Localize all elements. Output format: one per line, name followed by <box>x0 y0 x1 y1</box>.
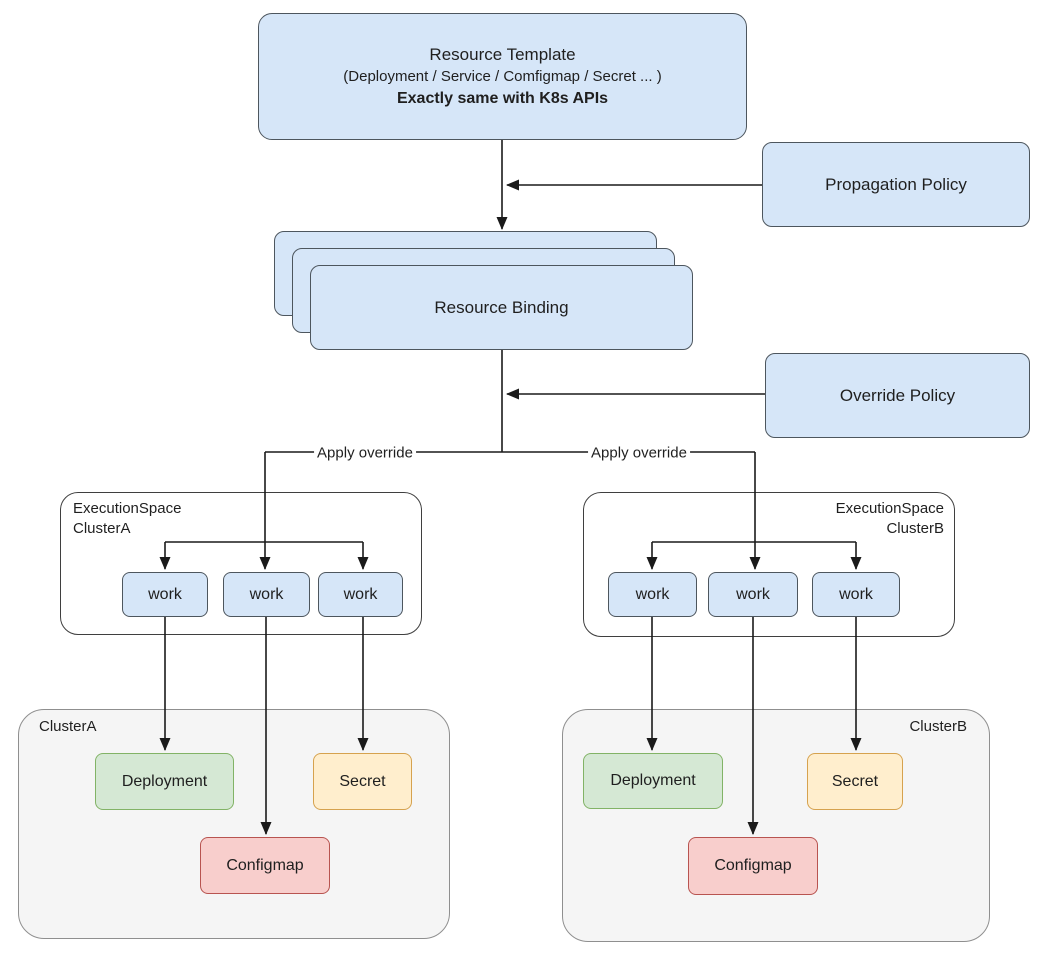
cluster-b-label: ClusterB <box>909 718 967 735</box>
work-node-a1-label: work <box>148 585 182 603</box>
work-node-a2: work <box>223 572 310 617</box>
work-node-a3: work <box>318 572 403 617</box>
cluster-a-secret-label: Secret <box>339 772 386 790</box>
work-node-a2-label: work <box>249 585 284 603</box>
apply-override-label-right: Apply override <box>588 444 690 462</box>
execution-space-b-cluster-name: ClusterB <box>886 520 944 537</box>
apply-override-label-left: Apply override <box>314 444 416 462</box>
cluster-a-secret-node: Secret <box>313 753 412 810</box>
execution-space-b-title: ExecutionSpace <box>835 500 944 517</box>
work-node-b1: work <box>608 572 697 617</box>
work-node-b3: work <box>812 572 900 617</box>
cluster-b-deployment-node: Deployment <box>583 753 723 809</box>
cluster-a-container: ClusterA <box>18 709 450 939</box>
work-node-a3-label: work <box>343 585 378 603</box>
resource-template-title: Resource Template <box>429 44 576 64</box>
resource-binding-label: Resource Binding <box>434 297 569 317</box>
execution-space-cluster-a: ExecutionSpace ClusterA <box>60 492 422 635</box>
cluster-b-configmap-node: Configmap <box>688 837 818 895</box>
cluster-a-deployment-label: Deployment <box>121 772 208 790</box>
cluster-b-secret-label: Secret <box>831 772 879 790</box>
execution-space-a-label: ExecutionSpace ClusterA <box>73 499 181 539</box>
work-node-a1: work <box>122 572 208 617</box>
execution-space-b-label: ExecutionSpace ClusterB <box>836 499 944 539</box>
work-node-b3-label: work <box>839 585 873 603</box>
execution-space-cluster-b: ExecutionSpace ClusterB <box>583 492 955 637</box>
cluster-a-configmap-label: Configmap <box>226 856 304 874</box>
execution-space-a-title: ExecutionSpace <box>73 500 182 517</box>
override-policy-node: Override Policy <box>765 353 1030 438</box>
cluster-b-secret-node: Secret <box>807 753 903 810</box>
execution-space-a-cluster-name: ClusterA <box>73 520 131 537</box>
resource-template-node: Resource Template (Deployment / Service … <box>258 13 747 140</box>
propagation-policy-label: Propagation Policy <box>825 174 967 194</box>
work-node-b1-label: work <box>635 585 670 603</box>
resource-template-note: Exactly same with K8s APIs <box>396 89 609 107</box>
cluster-b-container: ClusterB <box>562 709 990 942</box>
work-node-b2: work <box>708 572 798 617</box>
cluster-b-deployment-label: Deployment <box>610 772 696 789</box>
resource-binding-node: Resource Binding <box>310 265 693 350</box>
cluster-a-label: ClusterA <box>39 718 97 735</box>
resource-template-subtitle: (Deployment / Service / Comfigmap / Secr… <box>343 67 662 85</box>
cluster-a-deployment-node: Deployment <box>95 753 234 810</box>
cluster-a-configmap-node: Configmap <box>200 837 330 894</box>
propagation-policy-node: Propagation Policy <box>762 142 1030 227</box>
work-node-b2-label: work <box>736 585 770 603</box>
override-policy-label: Override Policy <box>839 385 956 405</box>
cluster-b-configmap-label: Configmap <box>714 857 792 874</box>
